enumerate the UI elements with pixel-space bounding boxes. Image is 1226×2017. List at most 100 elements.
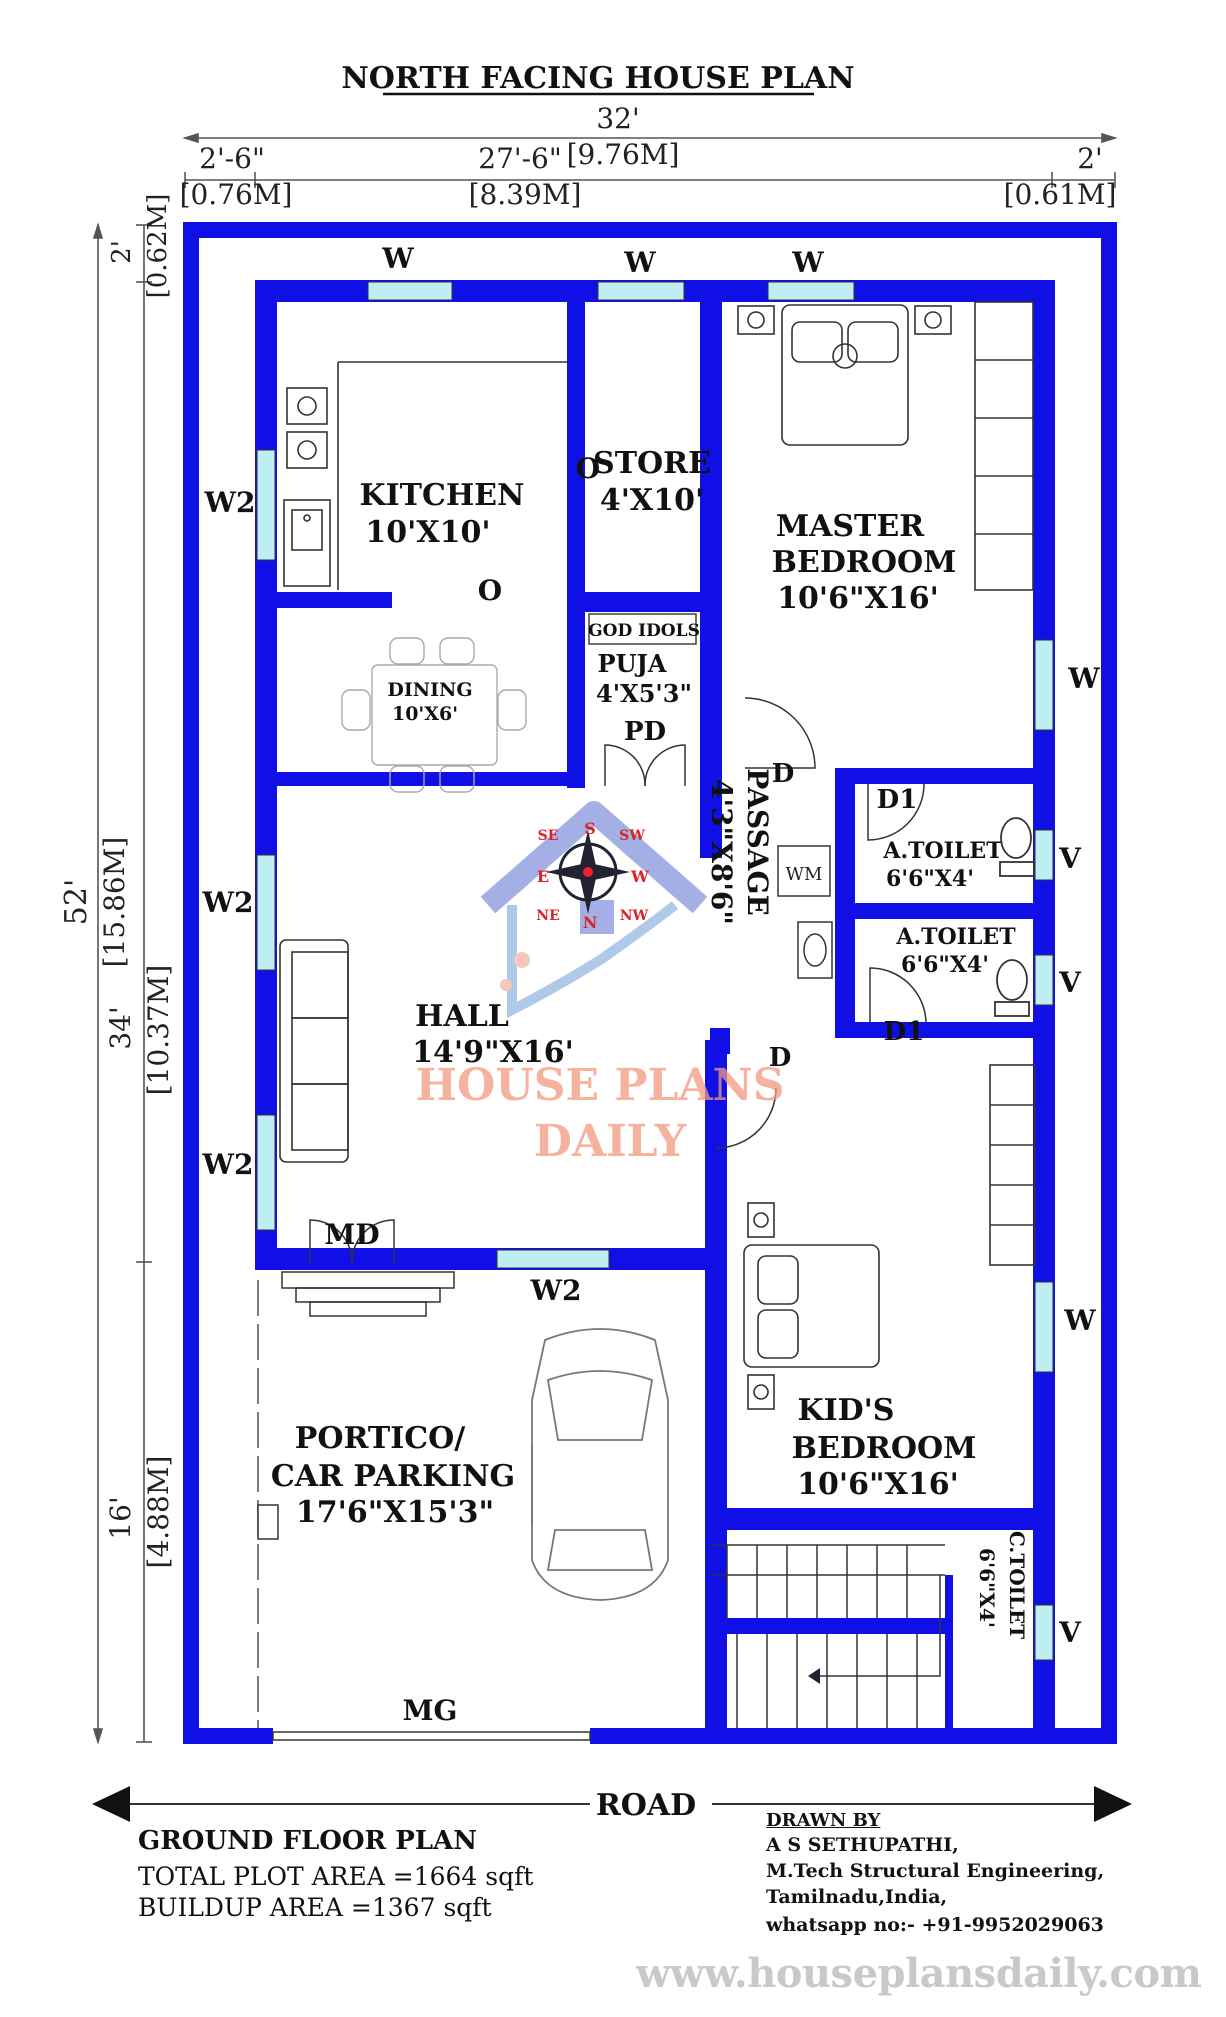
- overall-width-label: 32': [596, 102, 639, 135]
- main-door: [281, 1219, 455, 1317]
- toilet2-name: A.TOILET: [895, 924, 1016, 950]
- right-setback-metric: [0.61M]: [1004, 178, 1117, 211]
- author-qualification: M.Tech Structural Engineering,: [766, 1860, 1105, 1882]
- master-name-1: MASTER: [776, 509, 925, 544]
- top-dimensions: [182, 132, 1118, 188]
- windows: [256, 281, 1054, 1661]
- portico-name-2: CAR PARKING: [271, 1459, 515, 1494]
- vent-label-toilet1: V: [1058, 842, 1082, 875]
- kitchen-window: [367, 281, 453, 301]
- author-location: Tamilnadu,India,: [766, 1886, 948, 1908]
- road-arrow: [92, 1786, 1132, 1822]
- front-depth-label: 16': [104, 1496, 137, 1539]
- puja-name: PUJA: [598, 649, 667, 678]
- compass-sw: SW: [619, 828, 645, 844]
- master-window: [767, 281, 855, 301]
- vent-label-ctoilet: V: [1058, 1616, 1082, 1649]
- kids-bed: [743, 1202, 880, 1410]
- window2-label-hall-lower: W2: [202, 1148, 254, 1181]
- store-name: STORE: [593, 446, 711, 481]
- passage-size: 4'3"X8'6": [705, 779, 738, 925]
- kitchen-name: KITCHEN: [360, 478, 525, 513]
- store-size: 4'X10': [600, 483, 704, 518]
- top-setback-label: 2': [107, 240, 137, 264]
- car-icon: [531, 1328, 669, 1601]
- master-size: 10'6"X16': [777, 581, 939, 616]
- left-setback-metric: [0.76M]: [180, 178, 293, 211]
- watermark-logo: [480, 801, 708, 1019]
- compass-nw: NW: [620, 908, 649, 924]
- main-gate: [272, 1731, 591, 1741]
- window2-label-front: W2: [530, 1274, 582, 1307]
- master-wardrobe: [974, 301, 1034, 591]
- road-label: ROAD: [596, 1788, 696, 1823]
- main-door-label: MD: [324, 1218, 379, 1251]
- house-depth-label: 34': [104, 1006, 137, 1049]
- passage-name: PASSAGE: [741, 768, 774, 916]
- front-depth-metric: [4.88M]: [142, 1456, 175, 1569]
- kitchen-size: 10'X10': [365, 515, 490, 550]
- kids-name-1: KID'S: [798, 1393, 895, 1428]
- toilet2-door-label: D1: [884, 1017, 925, 1047]
- puja-size: 4'X5'3": [596, 679, 692, 708]
- mid-width-metric: [8.39M]: [469, 178, 582, 211]
- god-idols-shelf: [588, 613, 697, 645]
- portico-name-1: PORTICO/: [295, 1421, 465, 1456]
- window-label-master: W: [791, 246, 824, 279]
- kitchen-opening-label: O: [478, 574, 502, 607]
- overall-width-metric: [9.76M]: [567, 138, 680, 171]
- dining-size: 10'X6': [392, 703, 458, 725]
- main-gate-label: MG: [403, 1694, 458, 1727]
- plan-title: NORTH FACING HOUSE PLAN: [341, 61, 854, 96]
- author-name: A S SETHUPATHI,: [766, 1834, 959, 1856]
- stair-arrow-icon: [808, 1668, 820, 1684]
- kids-wardrobe: [989, 1064, 1036, 1266]
- wc-icon: [999, 817, 1035, 877]
- hall-front-window: [496, 1249, 610, 1269]
- washing-machine-label: WM: [786, 864, 823, 885]
- master-door-swing: [744, 697, 816, 769]
- compass-n: N: [583, 913, 598, 932]
- overall-depth-label: 52': [59, 879, 94, 925]
- master-door-label: D: [772, 759, 795, 789]
- master-name-2: BEDROOM: [772, 545, 957, 580]
- buildup-area-text: BUILDUP AREA =1367 sqft: [138, 1893, 492, 1922]
- washing-machine: [777, 845, 831, 897]
- window-label-master-east: W: [1067, 662, 1100, 695]
- kids-name-2: BEDROOM: [792, 1431, 977, 1466]
- puja-door: [604, 744, 686, 787]
- dining-name: DINING: [387, 679, 472, 701]
- watermark-line-2: DAILY: [534, 1116, 687, 1167]
- toilet2-size: 6'6"X4': [901, 952, 989, 978]
- hall-size: 14'9"X16': [412, 1035, 574, 1070]
- compass-icon: [546, 830, 630, 914]
- website-watermark: www.houseplansdaily.com: [636, 1950, 1202, 1997]
- wash-basin-icon: [797, 921, 833, 979]
- window-label-kitchen: W: [381, 242, 414, 275]
- toilet1-ventilator: [1034, 829, 1054, 881]
- top-setback-metric: [0.62M]: [143, 194, 173, 299]
- window-label-store: W: [623, 246, 656, 279]
- mid-width-label: 27'-6": [478, 142, 561, 175]
- kids-size: 10'6"X16': [797, 1467, 959, 1502]
- toilet2-door: [869, 967, 927, 1023]
- hall-window-upper: [256, 854, 276, 971]
- plot-area-text: TOTAL PLOT AREA =1664 sqft: [138, 1862, 534, 1891]
- overall-depth-metric: [15.86M]: [98, 837, 131, 968]
- ctoilet-name: C.TOILET: [1005, 1531, 1029, 1639]
- compass-se: SE: [538, 828, 559, 844]
- staircase: [710, 1544, 945, 1728]
- store-opening-label: O: [576, 452, 600, 485]
- wc-icon: [994, 959, 1030, 1017]
- toilet1-door-label: D1: [877, 785, 918, 815]
- window-label-kids-east: W: [1063, 1304, 1096, 1337]
- kids-door-label: D: [769, 1043, 792, 1073]
- toilet1-size: 6'6"X4': [886, 866, 974, 892]
- right-setback-label: 2': [1077, 142, 1103, 175]
- sofa: [279, 939, 349, 1163]
- master-bed: [737, 304, 952, 446]
- kitchen-side-window: [256, 449, 276, 561]
- dining-table: [341, 637, 527, 793]
- left-setback-label: 2'-6": [199, 142, 265, 175]
- god-idols-label: GOD IDOLS: [588, 621, 700, 641]
